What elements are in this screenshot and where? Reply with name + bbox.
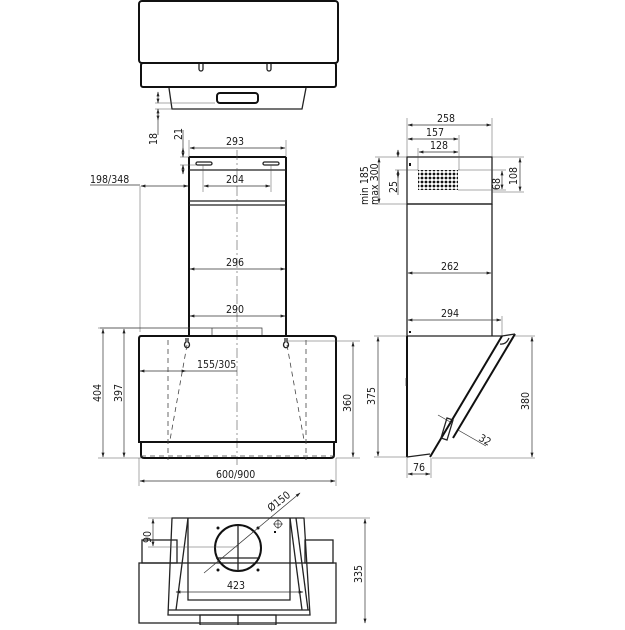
side-block-left: [141, 539, 178, 564]
dim-90: 90: [142, 531, 154, 543]
dim-600-900: 600/900: [216, 469, 255, 481]
dim-293: 293: [226, 136, 244, 148]
dim-294: 294: [441, 308, 459, 320]
top-view-peg-right: [266, 64, 272, 72]
dim-32: 32: [477, 432, 493, 448]
dim-262: 262: [441, 261, 459, 273]
dim-204: 204: [226, 174, 244, 186]
top-view: 18: [138, 0, 339, 145]
wall-bracket-right: [262, 161, 280, 166]
dim-290: 290: [226, 304, 244, 316]
side-view: 258 157 128 min 185 max 300 25 68 108 26…: [359, 113, 535, 478]
dim-68: 68: [491, 178, 503, 190]
dim-min-185: min 185: [359, 166, 371, 205]
dim-198-348: 198/348: [90, 174, 129, 186]
bottom-view-body: [167, 517, 311, 616]
dim-296: 296: [226, 257, 244, 269]
top-view-front-panel: [140, 62, 337, 88]
front-view: 293 21 204 198/348 296 290: [90, 128, 360, 486]
dim-76: 76: [413, 462, 425, 474]
dim-128: 128: [430, 140, 448, 152]
dim-155-305: 155/305: [197, 359, 236, 371]
top-view-base: [168, 87, 307, 110]
dim-157: 157: [426, 127, 444, 139]
dim-404: 404: [92, 384, 104, 402]
dim-18: 18: [148, 133, 160, 145]
keyhole-right-icon: [282, 338, 290, 349]
dim-397: 397: [113, 384, 125, 402]
vent-grille-icon: [418, 170, 458, 190]
dim-258: 258: [437, 113, 455, 125]
top-view-peg-left: [198, 64, 204, 72]
control-panel-icon: [216, 92, 259, 104]
keyhole-left-icon: [183, 338, 191, 349]
dim-360: 360: [342, 394, 354, 412]
dim-375: 375: [366, 387, 378, 405]
dim-380: 380: [520, 392, 532, 410]
bottom-view: Ø150 90 423 335: [138, 489, 370, 626]
side-block-right: [304, 539, 334, 564]
dim-21: 21: [173, 128, 185, 140]
wall-bracket-left: [195, 161, 213, 166]
top-view-body: [138, 0, 339, 64]
dim-423: 423: [227, 580, 245, 592]
dim-335: 335: [353, 565, 365, 583]
dim-25: 25: [388, 181, 400, 193]
dim-108: 108: [508, 167, 520, 185]
hood-glass-panel: [138, 335, 337, 443]
